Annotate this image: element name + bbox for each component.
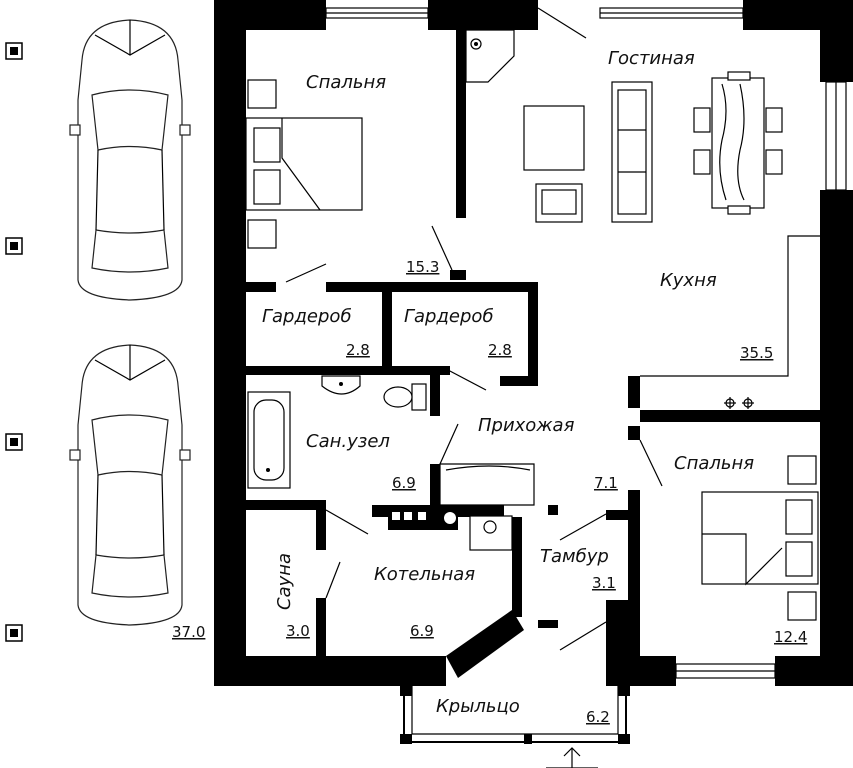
boiler-equipment <box>388 506 513 551</box>
stove <box>724 397 754 409</box>
porch-walls <box>400 606 630 768</box>
room-area-sauna: 3.0 <box>286 622 310 640</box>
room-label-porch: Крыльцо <box>436 696 520 717</box>
room-label-kitchen: Кухня <box>660 270 717 291</box>
hallway-bench <box>439 463 535 506</box>
room-label-wardrobe-right: Гардероб <box>404 306 494 327</box>
room-label-hallway: Прихожая <box>478 415 575 436</box>
garage-area: 37.0 <box>172 623 205 641</box>
corner-sink <box>465 29 515 83</box>
room-area-bathroom: 6.9 <box>392 474 416 492</box>
room-area-vestibule: 3.1 <box>592 574 616 592</box>
room-label-boiler: Котельная <box>374 564 475 585</box>
room-area-bedroom-bottom: 12.4 <box>774 628 807 646</box>
room-label-bathroom: Сан.узел <box>306 431 390 452</box>
bed-bottom-bedroom <box>701 455 819 621</box>
room-label-living: Гостиная <box>608 48 695 69</box>
room-label-vestibule: Тамбур <box>540 546 609 567</box>
selector-marker-1[interactable] <box>5 42 23 60</box>
windows <box>325 7 847 679</box>
bathroom-sink <box>321 375 361 395</box>
dining-table <box>693 71 783 215</box>
room-area-wardrobe-left: 2.8 <box>346 341 370 359</box>
room-area-porch: 6.2 <box>586 708 610 726</box>
living-furniture <box>523 81 653 223</box>
door-lines <box>285 225 663 651</box>
room-area-bedroom-top: 15.3 <box>406 258 439 276</box>
car-top <box>69 19 191 301</box>
selector-marker-4[interactable] <box>5 624 23 642</box>
selector-marker-3[interactable] <box>5 433 23 451</box>
room-area-kitchen: 35.5 <box>740 344 773 362</box>
room-area-wardrobe-right: 2.8 <box>488 341 512 359</box>
bathtub <box>247 391 291 489</box>
room-label-bedroom-bottom: Спальня <box>674 453 754 474</box>
toilet <box>383 383 427 411</box>
car-bottom <box>69 344 191 626</box>
room-area-boiler: 6.9 <box>410 622 434 640</box>
bed-top-bedroom <box>245 79 363 249</box>
room-label-sauna: Сауна <box>274 553 295 610</box>
room-label-bedroom-top: Спальня <box>306 72 386 93</box>
room-label-wardrobe-left: Гардероб <box>262 306 352 327</box>
selector-marker-2[interactable] <box>5 237 23 255</box>
exterior-walls <box>214 0 853 686</box>
room-area-hallway: 7.1 <box>594 474 618 492</box>
